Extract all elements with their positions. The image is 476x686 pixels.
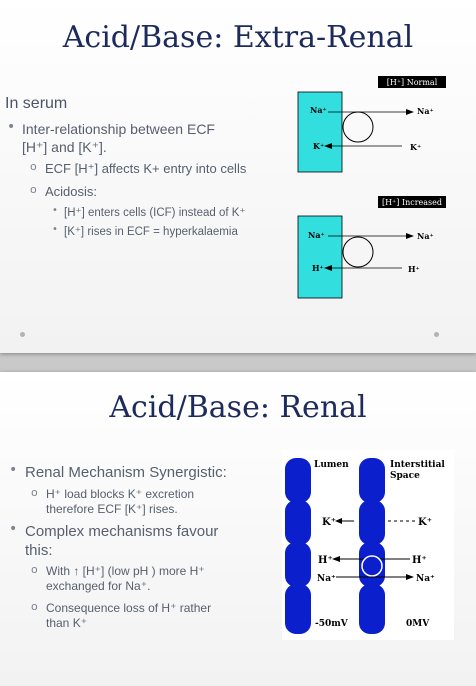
k-right-label: K⁺ <box>418 517 432 528</box>
sub-bullet-marker: o <box>31 600 38 613</box>
bullet-complex-line2: this: <box>25 542 53 559</box>
mv-left-label: -50mV <box>315 619 349 629</box>
increased-label: [H⁺] Increased <box>382 198 442 207</box>
out-na-label: Na⁺ <box>417 231 434 241</box>
cell-k-label: K⁺ <box>313 141 324 151</box>
cell-na-label: Na⁺ <box>308 230 325 240</box>
cell-increased <box>297 215 343 299</box>
interstitial-label-line1: Interstitial <box>390 460 445 470</box>
slide-extra-renal: Acid/Base: Extra-Renal In serum • Inter-… <box>0 0 476 353</box>
sub-bullet-marker: o <box>30 183 37 196</box>
slide-renal: Acid/Base: Renal • Renal Mechanism Syner… <box>0 372 476 686</box>
k-left-label: K⁺ <box>322 517 336 528</box>
cell-na-label: Na⁺ <box>310 105 327 115</box>
h-left-label: H⁺ <box>318 555 333 566</box>
sub-bullet-marker: o <box>31 563 38 576</box>
bullet-complex-line1: Complex mechanisms favour <box>25 523 219 540</box>
ion-exchange-diagram: [H⁺] Normal Na⁺ K⁺ Na⁺ K⁺ [H⁺] Increased… <box>297 76 446 299</box>
bullet-marker: • <box>9 462 18 478</box>
arrowhead <box>406 233 414 239</box>
sub-bullet-ecf: ECF [H⁺] affects K+ entry into cells <box>45 161 247 176</box>
subsub-bullet-h-enters: [H⁺] enters cells (ICF) instead of K⁺ <box>64 207 246 219</box>
arrowhead <box>332 556 340 562</box>
out-k-label: K⁺ <box>410 142 421 152</box>
out-na-label: Na⁺ <box>417 106 434 116</box>
arrowhead <box>406 574 414 580</box>
bullet-marker: • <box>9 521 18 537</box>
sub-bullet-with-h-line2: exchanged for Na⁺. <box>46 579 151 593</box>
slide-dot <box>20 332 25 337</box>
sub-bullet-h-load-line2: therefore ECF [K⁺] rises. <box>46 502 178 516</box>
lumen-cell <box>285 500 311 545</box>
bullet-renal-mechanism: Renal Mechanism Synergistic: <box>25 464 227 481</box>
cell-normal <box>297 91 343 173</box>
increased-label-box <box>378 196 446 208</box>
slide1-title: Acid/Base: Extra-Renal <box>62 20 414 55</box>
sub-bullet-marker: o <box>31 486 38 499</box>
arrowhead <box>406 109 414 115</box>
cell-h-label: H⁺ <box>312 263 324 273</box>
h-right-label: H⁺ <box>412 555 427 566</box>
sub-bullet-consequence-line2: than K⁺ <box>46 616 88 630</box>
arrowhead <box>324 143 332 149</box>
lumen-cell <box>285 584 311 634</box>
out-h-label: H⁺ <box>408 264 420 274</box>
sub-bullet-h-load-line1: H⁺ load blocks K⁺ excretion <box>46 487 195 501</box>
normal-label-box <box>378 76 446 88</box>
sub-bullet-consequence-line1: Consequence loss of H⁺ rather <box>46 601 212 615</box>
subsub-bullet-k-rises: [K⁺] rises in ECF = hyperkalaemia <box>64 226 238 238</box>
pump-normal <box>342 111 374 143</box>
na-right-label: Na⁺ <box>416 574 435 584</box>
subsub-bullet-marker: • <box>52 205 58 216</box>
subsub-bullet-marker: • <box>52 224 58 235</box>
mv-right-label: 0MV <box>406 619 430 629</box>
normal-label: [H⁺] Normal <box>387 78 438 87</box>
bullet-interrelationship-line1: Inter-relationship between ECF <box>22 121 215 137</box>
slide2-title: Acid/Base: Renal <box>109 390 367 425</box>
sub-bullet-with-h-line1: With ↑ [H⁺] (low pH ) more H⁺ <box>46 564 205 578</box>
renal-tubule-diagram: Lumen Interstitial Space K⁺ K⁺ H⁺ H⁺ Na⁺… <box>282 450 454 640</box>
slide-dot <box>434 332 439 337</box>
bullet-marker: • <box>7 119 16 135</box>
lumen-cell <box>285 542 311 587</box>
arrowhead <box>324 265 332 271</box>
na-left-label: Na⁺ <box>317 574 336 584</box>
exchanger-pump <box>361 555 383 577</box>
lumen-cell <box>285 458 311 503</box>
arrowhead <box>335 518 342 524</box>
sub-bullet-acidosis: Acidosis: <box>45 184 98 199</box>
bullet-interrelationship-line2: [H⁺] and [K⁺]. <box>22 139 107 155</box>
tubule-cell <box>359 500 385 545</box>
lumen-label: Lumen <box>314 460 349 470</box>
tubule-cell <box>359 458 385 503</box>
tubule-cell <box>359 584 385 634</box>
heading-in-serum: In serum <box>5 95 68 112</box>
interstitial-label-line2: Space <box>390 471 420 481</box>
pump-increased <box>342 236 374 268</box>
sub-bullet-marker: o <box>30 160 37 173</box>
